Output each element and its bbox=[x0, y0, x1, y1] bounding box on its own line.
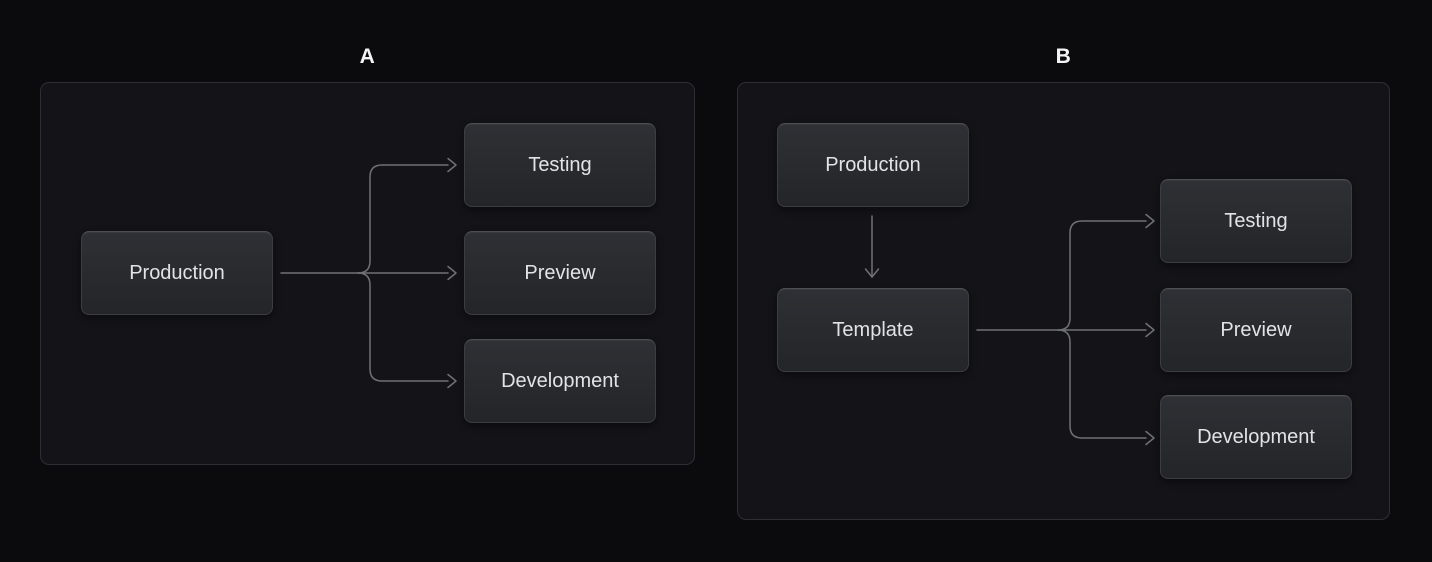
node-testing-a: Testing bbox=[464, 123, 656, 207]
node-development-b: Development bbox=[1160, 395, 1352, 479]
node-production-b: Production bbox=[777, 123, 969, 207]
node-preview-a: Preview bbox=[464, 231, 656, 315]
node-preview-b: Preview bbox=[1160, 288, 1352, 372]
node-template-b: Template bbox=[777, 288, 969, 372]
diagram-b-label: B bbox=[1055, 45, 1072, 68]
diagram-a-label: A bbox=[359, 45, 376, 68]
node-testing-b: Testing bbox=[1160, 179, 1352, 263]
node-production-a: Production bbox=[81, 231, 273, 315]
node-development-a: Development bbox=[464, 339, 656, 423]
